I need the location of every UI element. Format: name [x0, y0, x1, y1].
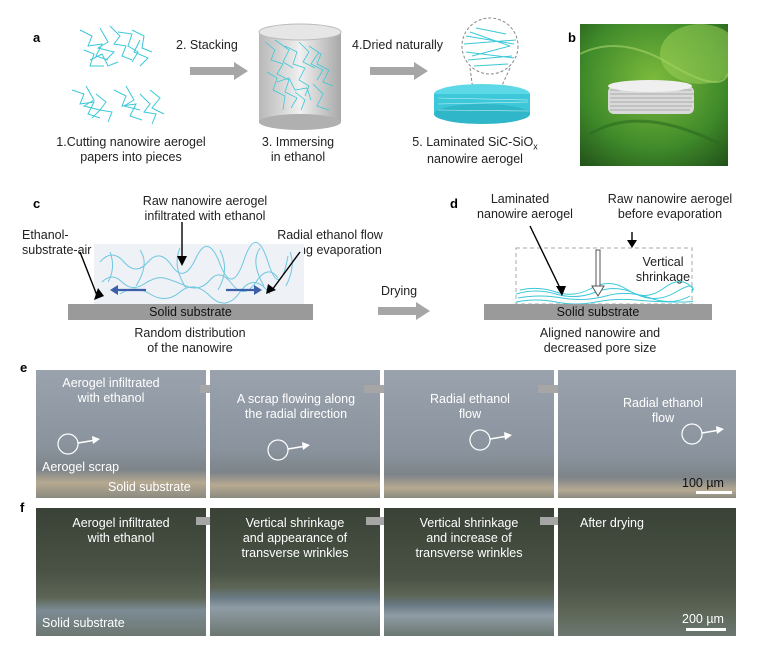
panel-label-a: a: [33, 30, 41, 45]
panel-label-f: f: [20, 500, 25, 515]
panel-e-frame-4: Radial ethanol flow 100 µm: [558, 370, 736, 498]
panel-f-f3-label-3: transverse wrinkles: [415, 546, 523, 560]
step5-label-2: nanowire aerogel: [427, 152, 523, 166]
panel-e-f1-label-2: with ethanol: [77, 391, 145, 405]
step3-label-1: 3. Immersing: [261, 135, 335, 149]
panel-d-substrate: Solid substrate: [484, 304, 712, 320]
panel-f-f1-label-2: with ethanol: [87, 531, 155, 545]
panel-f-f2-label-3: transverse wrinkles: [241, 546, 349, 560]
panel-e-f2-label-2: the radial direction: [244, 407, 348, 421]
panel-label-e: e: [20, 360, 28, 375]
panel-f-f2-label-1: Vertical shrinkage: [245, 516, 345, 530]
panel-c-flow-label-1: Radial ethanol flow: [277, 228, 383, 242]
panel-d-raw-label-1: Raw nanowire aerogel: [607, 192, 733, 206]
sample-photo: [580, 24, 728, 166]
panel-c-caption-2: of the nanowire: [147, 341, 233, 355]
panel-c-line-label-1: Ethanol-: [22, 228, 69, 242]
panel-d-vert-label-2: shrinkage: [635, 270, 691, 284]
panel-d-lam-label-2: nanowire aerogel: [477, 207, 573, 221]
gray-arrow-stacking: [190, 62, 248, 80]
panel-e-frame-2: A scrap flowing along the radial directi…: [210, 370, 380, 498]
panel-e-f1-substrate-label: Solid substrate: [108, 480, 191, 494]
panel-e-f2-label-1: A scrap flowing along: [236, 392, 356, 406]
panel-f-f3-label-1: Vertical shrinkage: [419, 516, 519, 530]
panel-f-f1-label-1: Aerogel infiltrated: [72, 516, 170, 530]
panel-d-caption-1: Aligned nanowire and: [539, 326, 661, 340]
panel-c-substrate: Solid substrate: [68, 304, 313, 320]
gray-arrow-dried: [370, 62, 428, 80]
panel-c-raw-label-1: Raw nanowire aerogel: [142, 194, 268, 208]
ethanol-cylinder-illustration: [258, 23, 342, 130]
panel-e-f3-label-2: flow: [458, 407, 482, 421]
panel-e-frame-1: Aerogel infiltrated with ethanol Aerogel…: [36, 370, 206, 498]
panel-d-schematic: [515, 225, 695, 304]
laminated-aerogel-illustration: [434, 17, 530, 124]
aerogel-scrap-marker: [57, 433, 100, 455]
panel-f-f1-substrate-label: Solid substrate: [42, 616, 125, 630]
panel-f-scale-label: 200 µm: [682, 612, 724, 626]
panel-f-frame-4: After drying 200 µm: [558, 508, 736, 636]
gray-arrow-drying: [378, 302, 430, 320]
panel-f-f3-label-2: and increase of: [426, 531, 512, 545]
panel-c-caption-1: Random distribution: [134, 326, 246, 340]
panel-c-raw-label-2: infiltrated with ethanol: [144, 209, 266, 223]
panel-e-scale-bar: [696, 491, 732, 494]
panel-e-f1-label-1: Aerogel infiltrated: [62, 376, 160, 390]
aerogel-scrap-marker-3: [469, 429, 512, 451]
panel-f-frame-2: Vertical shrinkage and appearance of tra…: [210, 508, 380, 636]
step3-label-2: in ethanol: [270, 150, 326, 164]
panel-f-f2-label-2: and appearance of: [242, 531, 348, 545]
panel-d-caption-2: decreased pore size: [543, 341, 657, 355]
step1-label-2: papers into pieces: [80, 150, 182, 164]
panel-d-lam-label-1: Laminated: [490, 192, 550, 206]
panel-e-f4-label-1: Radial ethanol: [623, 396, 703, 410]
panel-c-line-label-2: substrate-air line: [22, 243, 115, 257]
drying-label: Drying: [381, 284, 418, 298]
step1-label-1: 1.Cutting nanowire aerogel: [56, 135, 206, 149]
panel-e-f4-label-2: flow: [651, 411, 675, 425]
panel-d-raw-label-2: before evaporation: [617, 207, 723, 221]
panel-c-schematic: [79, 222, 304, 304]
panel-f-f4-label-1: After drying: [580, 516, 644, 530]
panel-e-f1-scrap-label: Aerogel scrap: [42, 460, 120, 474]
aerogel-scrap-marker-2: [267, 439, 310, 461]
nanowire-pieces-illustration: [71, 25, 165, 125]
panel-e-scale-label: 100 µm: [682, 476, 724, 490]
panel-f-scale-bar: [686, 628, 726, 631]
panel-d-vert-label-1: Vertical: [642, 255, 684, 269]
panel-label-c: c: [33, 196, 41, 211]
panel-c-flow-label-2: during evaporation: [278, 243, 382, 257]
aerogel-scrap-marker-4: [681, 423, 724, 445]
panel-e-f3-label-1: Radial ethanol: [430, 392, 510, 406]
panel-f-frame-3: Vertical shrinkage and increase of trans…: [384, 508, 554, 636]
panel-label-d: d: [450, 196, 458, 211]
panel-f-frame-1: Aerogel infiltrated with ethanol Solid s…: [36, 508, 206, 636]
step5-label-1: 5. Laminated SiC-SiOx: [412, 135, 538, 152]
step2-label: 2. Stacking: [176, 38, 238, 52]
panel-e-frame-3: Radial ethanol flow: [384, 370, 554, 498]
step4-label: 4.Dried naturally: [352, 38, 444, 52]
panel-label-b: b: [568, 30, 576, 45]
